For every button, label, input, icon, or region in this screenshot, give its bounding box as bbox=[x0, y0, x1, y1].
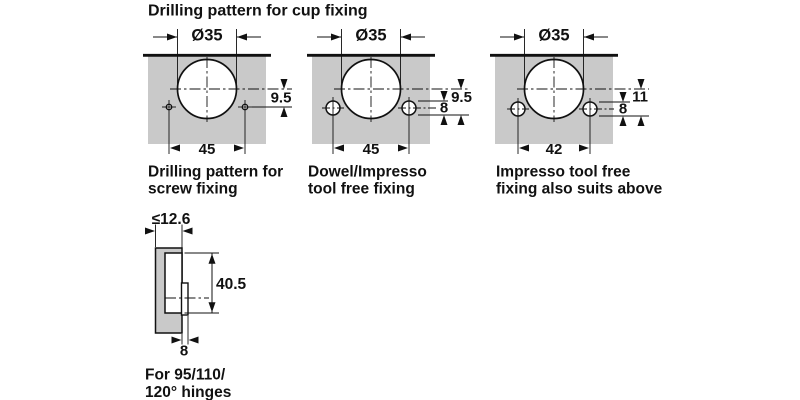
diagram-screw-fixing: Ø35 9.5 45 Drilling patter bbox=[143, 27, 295, 198]
cup-flange bbox=[180, 282, 189, 316]
page-title: Drilling pattern for cup fixing bbox=[148, 3, 368, 20]
caption-line1: Drilling pattern for bbox=[148, 164, 283, 181]
cup-drilling-cutout bbox=[164, 252, 183, 314]
dim-vertical-offset: 9.5 bbox=[451, 89, 472, 106]
diameter-dimension: Ø35 bbox=[500, 27, 608, 86]
diagram-dowel-impresso: Ø35 8 9.5 bbox=[307, 27, 475, 198]
caption-line2: 120° hinges bbox=[145, 384, 231, 400]
dim-dowel-diameter: 8 bbox=[619, 101, 627, 118]
caption-line1: Impresso tool free bbox=[496, 164, 631, 181]
diagram-side-view: ≤12.6 40.5 8 For 95/110/ 120° hinges bbox=[145, 211, 247, 400]
spacing-dimension: 45 bbox=[332, 119, 410, 158]
dowel-diameter-dimension: 8 bbox=[418, 91, 469, 125]
dim-vertical-offset: 11 bbox=[632, 89, 648, 106]
dim-cup-flange-height: 40.5 bbox=[216, 276, 247, 293]
dim-dowel-diameter: 8 bbox=[440, 100, 448, 117]
dowel-hole-left bbox=[507, 98, 529, 120]
dim-hole-spacing: 45 bbox=[199, 141, 216, 158]
dim-hole-spacing: 42 bbox=[546, 141, 563, 158]
dowel-hole-right bbox=[579, 98, 614, 120]
dim-cup-diameter: Ø35 bbox=[355, 27, 386, 45]
caption-line2: fixing also suits above bbox=[496, 181, 663, 198]
diameter-dimension: Ø35 bbox=[317, 27, 425, 86]
dowel-hole-left bbox=[322, 97, 344, 119]
caption-line2: tool free fixing bbox=[308, 181, 415, 198]
offset-dimension: 11 bbox=[630, 79, 650, 126]
offset-dimension: 9.5 bbox=[448, 79, 475, 125]
diameter-dimension: Ø35 bbox=[153, 27, 261, 86]
caption-line1: For 95/110/ bbox=[145, 367, 226, 384]
diagram-impresso: Ø35 8 11 bbox=[490, 27, 663, 198]
caption-line1: Dowel/Impresso bbox=[308, 164, 427, 181]
spacing-dimension: 42 bbox=[517, 120, 591, 158]
caption-line2: screw fixing bbox=[148, 181, 238, 198]
dowel-hole-right bbox=[398, 97, 437, 119]
dim-hole-spacing: 45 bbox=[363, 141, 380, 158]
spacing-dimension: 45 bbox=[168, 114, 246, 158]
dim-cup-diameter: Ø35 bbox=[191, 27, 222, 45]
offset-dimension: 9.5 bbox=[252, 79, 295, 117]
dim-max-door-thickness: ≤12.6 bbox=[152, 211, 191, 228]
dim-cup-edge-distance: 8 bbox=[180, 343, 188, 360]
screw-hole-right bbox=[238, 100, 252, 114]
thickness-dimension: ≤12.6 bbox=[145, 211, 193, 252]
screw-hole-left bbox=[162, 100, 176, 114]
dowel-diameter-dimension: 8 bbox=[599, 92, 649, 126]
dim-cup-diameter: Ø35 bbox=[538, 27, 569, 45]
height-dimension: 40.5 bbox=[184, 252, 247, 314]
dim-vertical-offset: 9.5 bbox=[271, 90, 292, 107]
edge-distance-dimension: 8 bbox=[171, 316, 199, 360]
